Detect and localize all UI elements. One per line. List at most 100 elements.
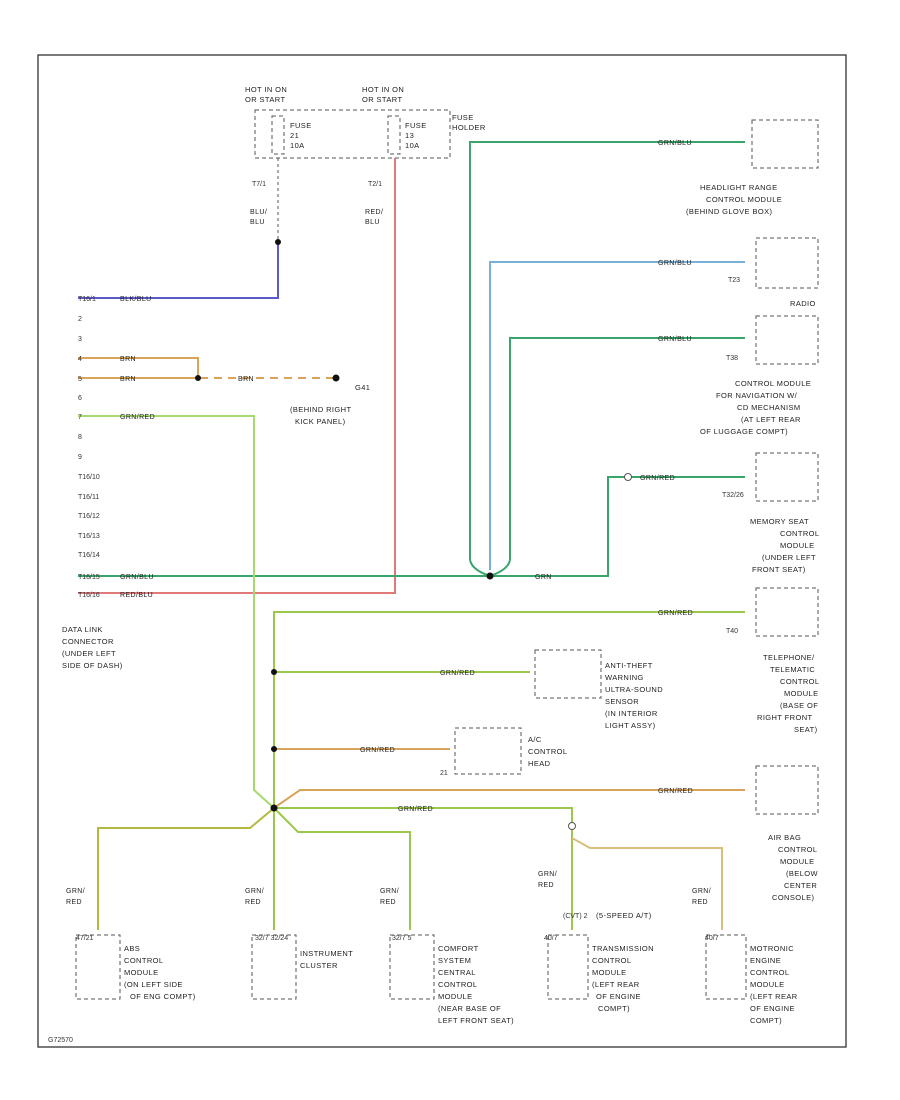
airbag-label-5: CENTER [784,881,817,890]
telephone-label-4: MODULE [784,689,819,698]
ground-name: G41 [355,383,370,392]
fuse-b-wire-1: RED/ [365,209,383,216]
ac-label-3: HEAD [528,759,551,768]
ground-point [332,374,340,382]
module-memory-seat: GRN/RED GRN T32/26 MEMORY SEAT CONTROL M… [535,452,819,581]
dlc-pin-14: T16/14 [78,552,100,559]
telephone-wire: GRN/RED [658,610,693,617]
engine-label-3: CONTROL [750,968,789,977]
comfort-label-2: SYSTEM [438,956,471,965]
memory-seat-label-3: MODULE [780,541,815,550]
radio-box [755,237,819,289]
memory-seat-label-2: CONTROL [780,529,819,538]
engine-label-2: ENGINE [750,956,781,965]
splice-antitheft [271,669,277,675]
ground-loc-1: (BEHIND RIGHT [290,405,351,414]
wire-trunk [274,807,573,930]
engine-label-5: (LEFT REAR [750,992,798,1001]
headlight-box [751,119,819,169]
abs-label-3: MODULE [124,968,159,977]
fuse-a-wire-1: BLU/ [250,209,267,216]
navigation-label-3: CD MECHANISM [737,403,801,412]
cluster-wire-2: RED [245,899,261,906]
dlc-wire-7: GRN/RED [120,414,155,421]
telephone-label-7: SEAT) [794,725,818,734]
module-ac: GRN/RED 21 A/C CONTROL HEAD [360,727,567,777]
cluster-box [251,934,297,1000]
abs-wire-1: GRN/ [66,888,85,895]
engine-label-7: COMPT) [750,1016,782,1025]
cluster-wire-1: GRN/ [245,888,264,895]
dlc-pin-6: 6 [78,395,82,402]
fuse-21-symbol [271,115,285,155]
dlc-pin-3: 3 [78,336,82,343]
comfort-label-1: COMFORT [438,944,479,953]
airbag-label-2: CONTROL [778,845,817,854]
antitheft-wire: GRN/RED [440,670,475,677]
ac-wire: GRN/RED [360,747,395,754]
comfort-wire-2: RED [380,899,396,906]
module-telephone: GRN/RED T40 TELEPHONE/ TELEMATIC CONTROL… [658,587,819,734]
module-transmission: GRN/ RED (CVT) 2 40/7 (5-SPEED A/T) TRAN… [538,871,653,1013]
telephone-label-6: RIGHT FRONT [757,713,813,722]
fuse-b-pin: T2/1 [368,181,382,188]
airbag-box [755,765,819,815]
radio-pin: T23 [728,277,740,284]
module-comfort: GRN/ RED 32/7 5 COMFORT SYSTEM CENTRAL C… [380,888,514,1025]
dlc-pin-9: 9 [78,454,82,461]
ac-box [454,727,522,775]
abs-label-5: OF ENG COMPT) [130,992,196,1001]
memory-seat-label-4: (UNDER LEFT [762,553,816,562]
engine-label-4: MODULE [750,980,785,989]
ground-g41: BRN G41 (BEHIND RIGHT KICK PANEL) [238,376,370,426]
dlc-label-4: SIDE OF DASH) [62,661,123,670]
fuse-b-wire-2: BLU [365,219,380,226]
transmission-pin-cvt: (CVT) 2 [563,913,588,920]
trunk-wire-label: GRN/RED [398,806,433,813]
hot-label-a-1: HOT IN ON [245,85,287,94]
engine-label-6: OF ENGINE [750,1004,795,1013]
diagram-frame [37,54,847,1048]
airbag-label-3: MODULE [780,857,815,866]
hot-label-a-2: OR START [245,95,285,104]
dlc-pin-1: T16/1 [78,296,96,303]
memory-seat-connector [624,473,632,481]
comfort-label-6: (NEAR BASE OF [438,1004,501,1013]
dlc-pin-11: T16/11 [78,494,99,501]
fuse-holder-label-1: FUSE [452,113,474,122]
radio-label: RADIO [790,299,816,308]
antitheft-label-6: LIGHT ASSY) [605,721,656,730]
engine-pin: 40/7 [705,935,719,942]
fuse-a-pin: T7/1 [252,181,266,188]
module-radio: GRN/BLU T23 RADIO [658,237,819,308]
comfort-box [389,934,435,1000]
wire-telephone [273,611,745,808]
cluster-pin: 32/7 32/24 [255,935,288,942]
dlc-pin-8: 8 [78,434,82,441]
transmission-label-2: CONTROL [592,956,631,965]
navigation-label-1: CONTROL MODULE [735,379,811,388]
abs-pin: 47/21 [76,935,94,942]
dlc-pin-15: T16/15 [78,574,100,581]
wire-radio [489,261,745,570]
navigation-wire: GRN/BLU [658,336,692,343]
fuse-a-amp: 10A [290,141,305,150]
comfort-label-7: LEFT FRONT SEAT) [438,1016,514,1025]
dlc-wire-5: BRN [120,376,136,383]
navigation-label-4: (AT LEFT REAR [741,415,801,424]
telephone-box [755,587,819,637]
wire-airbag [273,789,745,809]
telephone-label-2: TELEMATIC [770,665,815,674]
transmission-label-5: OF ENGINE [596,992,641,1001]
dlc-wire-1: BLK/BLU [120,296,152,303]
wire-comfort [273,807,411,930]
airbag-label-1: AIR BAG [768,833,801,842]
memory-seat-label-5: FRONT SEAT) [752,565,806,574]
dlc-pin-5: 5 [78,376,82,383]
ac-pin: 21 [440,770,448,777]
telephone-label-3: CONTROL [780,677,819,686]
transmission-pin: 40/7 [544,935,558,942]
fuse-holder-box [254,109,451,159]
antitheft-label-1: ANTI-THEFT [605,661,653,670]
antitheft-label-3: ULTRA-SOUND [605,685,663,694]
